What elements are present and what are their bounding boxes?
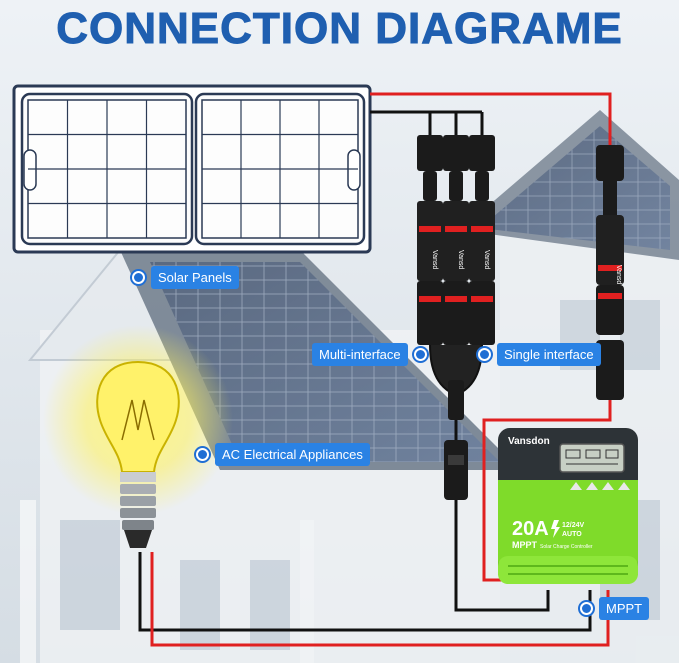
mc4-connector-segment: [449, 171, 463, 201]
connector-red-band: [471, 296, 493, 302]
charge-controller-icon: Vansdon 20A 12/24V AUTO MPPT Solar Charg…: [498, 428, 638, 584]
connector-brand-single: Vansd: [615, 265, 622, 284]
mc4-connector-segment: [475, 171, 489, 201]
controller-brand: Vansdon: [508, 436, 550, 447]
mc4-connector-segment: [443, 281, 469, 345]
connector-red-band: [419, 226, 441, 232]
mc4-connector-icon: Vansd Vansd Vansd: [417, 135, 495, 500]
mc4-connector-segment: [469, 135, 495, 171]
connector-brand-multi: Vansd: [457, 250, 464, 269]
callout-solar-panels: Solar Panels: [132, 266, 239, 289]
positive-wire-panel: [370, 92, 612, 145]
mc4-connector-segment: [417, 281, 443, 345]
connector-red-band: [419, 296, 441, 302]
mc4-connector-segment: [469, 201, 495, 281]
mc4-connector-segment: [423, 171, 437, 201]
callout-dot: [478, 348, 491, 361]
callout-ac-appliances: AC Electrical Appliances: [196, 443, 370, 466]
controller-subtitle: Solar Charge Controller: [540, 544, 593, 550]
connector-red-band: [445, 226, 467, 232]
callout-dot: [580, 602, 593, 615]
connector-brand-multi: Vansd: [431, 250, 438, 269]
solar-panel-icon: [12, 84, 372, 254]
callout-dot: [413, 348, 427, 361]
mc4-connector-segment: [417, 201, 443, 281]
single-connector-icon: Vansd: [596, 145, 624, 400]
controller-mode: MPPT: [512, 540, 538, 550]
callout-dot: [196, 448, 209, 461]
connector-brand-multi: Vansd: [483, 250, 490, 269]
connector-red-band: [445, 296, 467, 302]
mc4-connector-segment: [417, 135, 443, 171]
callout-mppt: MPPT: [580, 597, 650, 620]
controller-voltage: 12/24V: [562, 522, 585, 529]
label-solar-panels: Solar Panels: [151, 266, 239, 289]
mc4-connector-segment: [443, 135, 469, 171]
connector-red-band: [471, 226, 493, 232]
label-single-interface: Single interface: [497, 343, 601, 366]
page-title: CONNECTION DIAGRAME: [56, 4, 623, 54]
label-mppt: MPPT: [599, 597, 650, 620]
mc4-connector-segment: [469, 281, 495, 345]
controller-auto: AUTO: [562, 531, 582, 538]
callout-single-interface: Single interface: [478, 343, 601, 366]
callout-multi-interface: Multi-interface: [312, 343, 427, 366]
callout-dot: [132, 271, 145, 284]
controller-current: 20A: [512, 518, 549, 540]
label-multi-interface: Multi-interface: [312, 343, 408, 366]
negative-wire-controller: [454, 420, 550, 612]
label-ac-appliances: AC Electrical Appliances: [215, 443, 370, 466]
mc4-connector-segment: [443, 201, 469, 281]
light-bulb-icon: [43, 325, 233, 548]
